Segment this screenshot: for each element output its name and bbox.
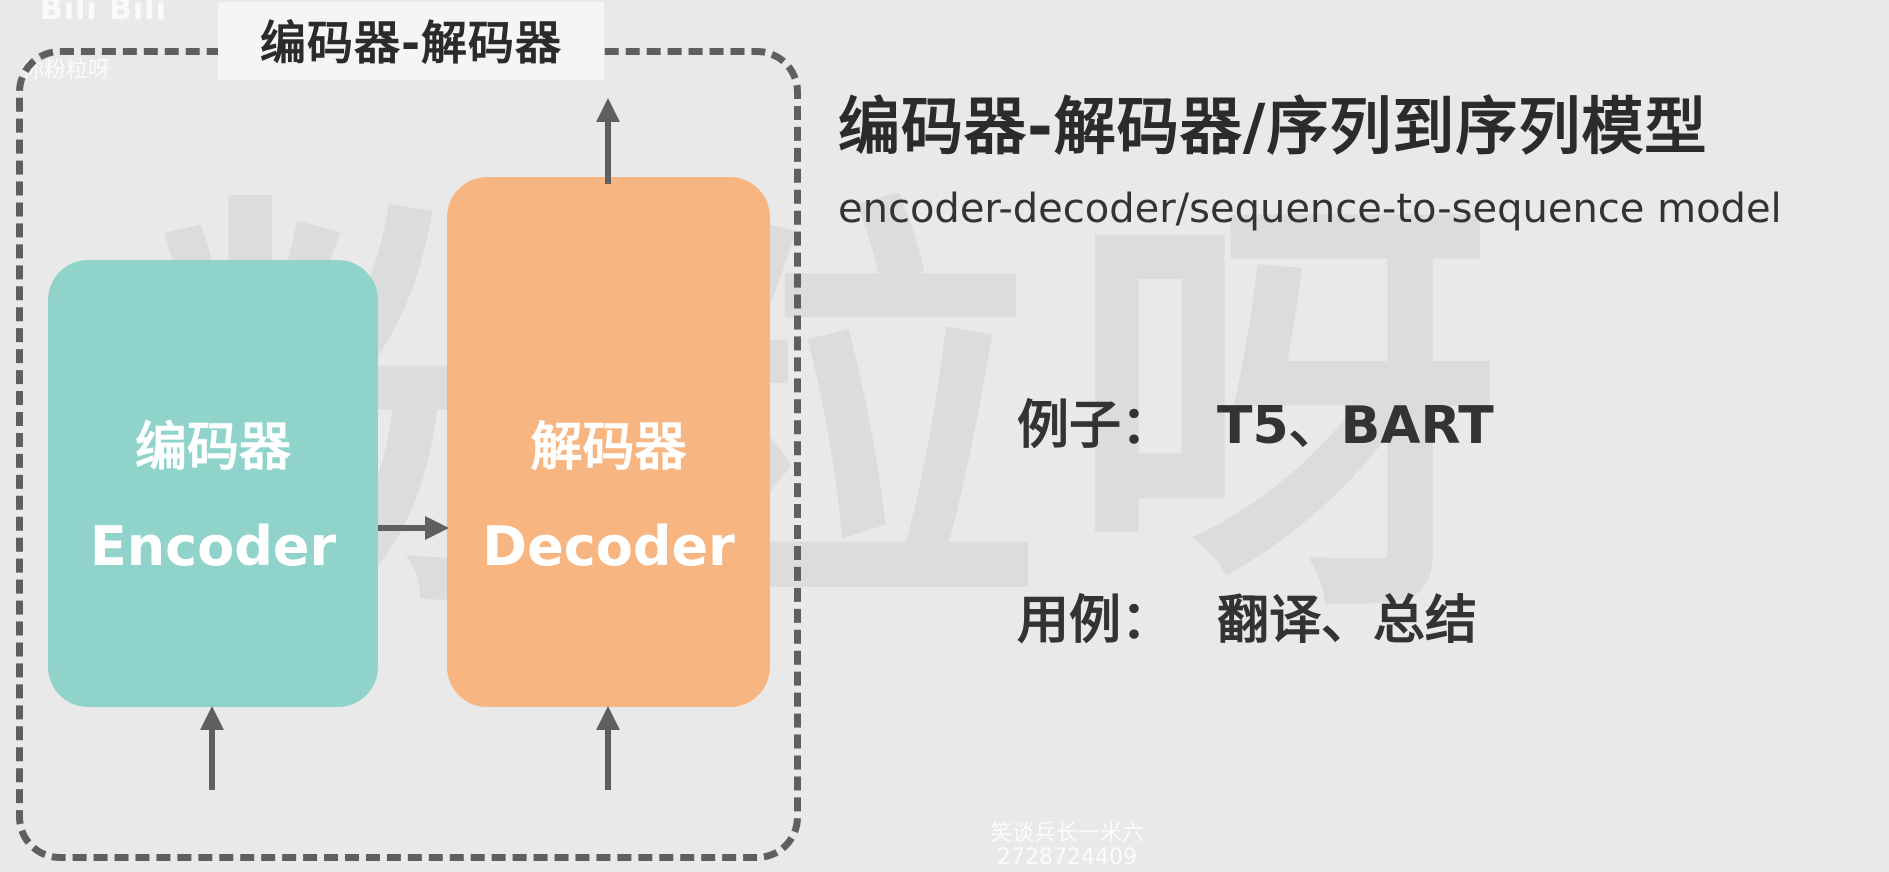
decoder-block: 解码器 Decoder [447,177,770,707]
decoder-label-en: Decoder [482,515,735,578]
encoder-label-cn: 编码器 [134,418,291,478]
uses-value: 翻译、总结 [1217,591,1478,651]
examples-row: 例子： T5、BART [1017,383,1494,458]
footer-watermark-id: 2728724409 [997,845,1137,870]
group-title: 编码器-解码器 [218,2,604,80]
encoder-label-en: Encoder [89,515,337,578]
examples-value: T5、BART [1217,396,1494,456]
footer-watermark-name: 笑谈兵长一米六 [990,821,1145,846]
uses-label: 用例： [1017,591,1174,651]
footer-watermark: 笑谈兵长一米六 2728724409 [990,822,1144,870]
slide-heading: 编码器-解码器/序列到序列模型 [838,90,1708,163]
slide-subheading: encoder-decoder/sequence-to-sequence mod… [838,186,1782,232]
decoder-label-cn: 解码器 [530,418,687,478]
uses-row: 用例： 翻译、总结 [1017,578,1477,653]
encoder-block: 编码器 Encoder [48,260,378,707]
bilibili-logo: Bili Bili [40,0,167,27]
examples-label: 例子： [1017,396,1174,456]
